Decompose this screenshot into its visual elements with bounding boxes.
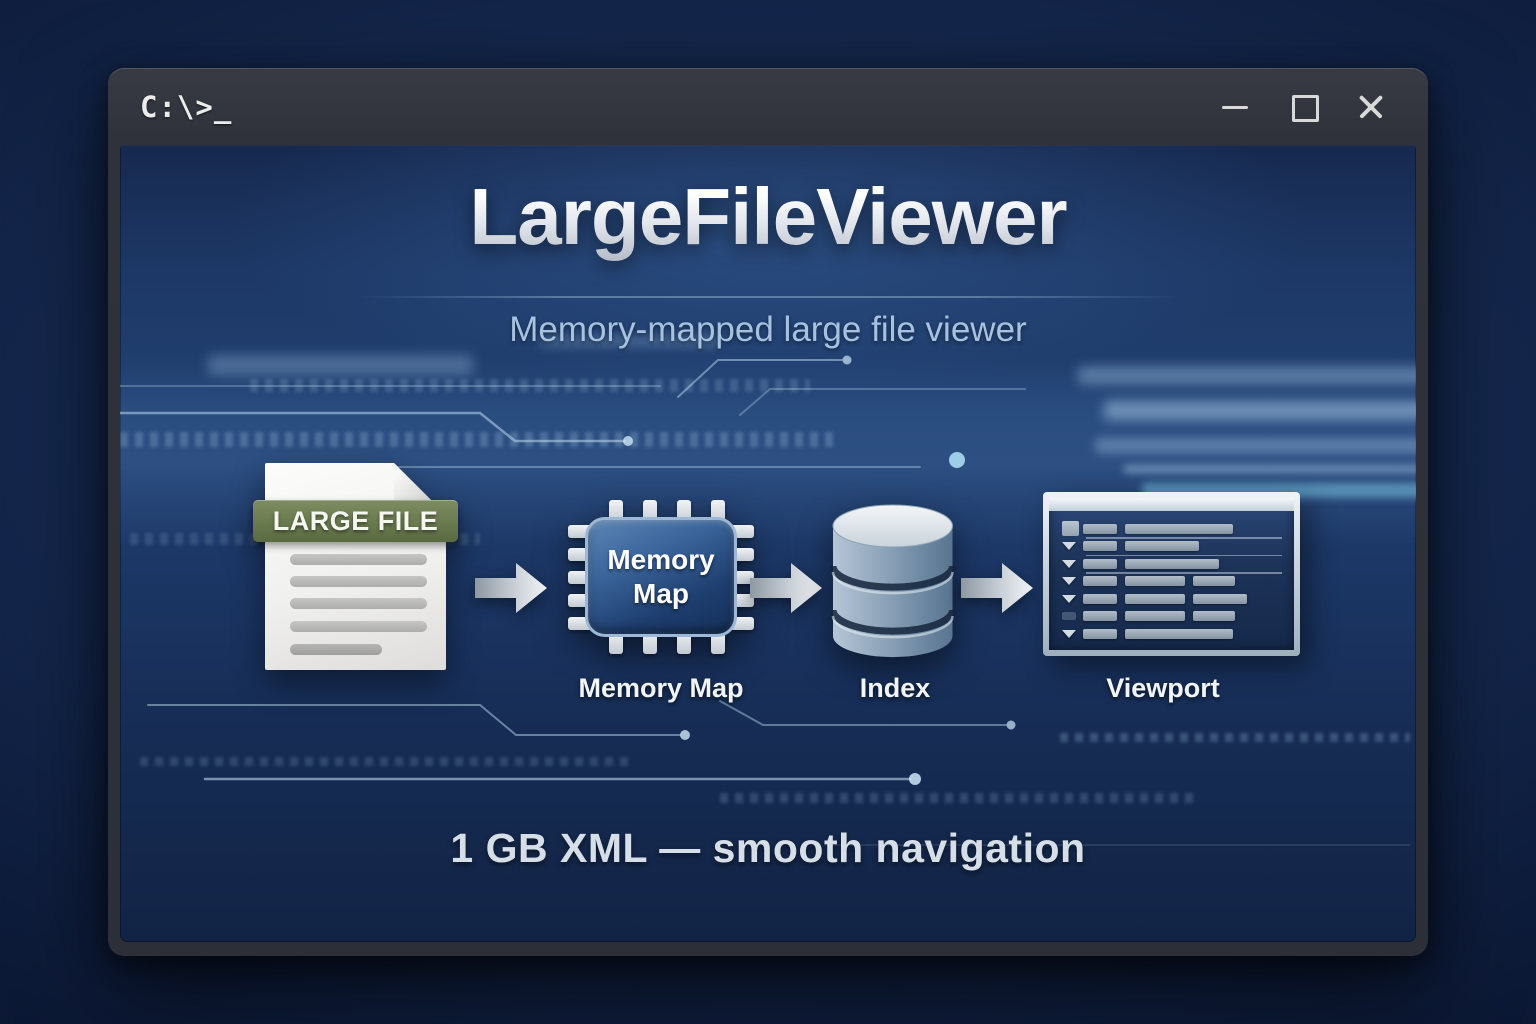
large-file-badge: LARGE FILE	[253, 500, 458, 542]
large-file-icon: LARGE FILE	[253, 463, 458, 670]
chevron-down-icon	[1062, 542, 1076, 551]
index-database-icon	[830, 504, 956, 658]
minimize-icon[interactable]	[1222, 94, 1248, 120]
flow-arrow-icon	[750, 563, 822, 613]
content-bar	[1083, 558, 1117, 569]
chevron-down-icon	[1062, 629, 1076, 638]
content-bar	[1083, 611, 1117, 622]
content-bar	[1083, 576, 1117, 587]
viewport-window-icon	[1043, 492, 1300, 656]
doc-text-line	[290, 621, 427, 632]
viewport-row	[1062, 538, 1282, 556]
chevron-down-icon	[1062, 559, 1076, 568]
row-rule	[1086, 572, 1282, 574]
viewport-row	[1062, 625, 1282, 643]
content-bar	[1193, 611, 1235, 622]
title-divider	[358, 296, 1180, 298]
doc-text-line	[290, 576, 427, 587]
chevron-down-icon	[1062, 577, 1076, 586]
blurred-bar-decoration	[1095, 438, 1416, 453]
chevron-down-icon	[1062, 594, 1076, 603]
data-dash-decoration	[140, 757, 630, 766]
viewport-rows	[1049, 511, 1294, 643]
app-title: LargeFileViewer	[120, 171, 1416, 263]
viewport-titlebar	[1049, 498, 1294, 511]
viewport-label: Viewport	[1106, 673, 1220, 703]
flow-arrow-icon	[961, 563, 1033, 613]
content-area: LargeFileViewer Memory-mapped large file…	[120, 145, 1416, 942]
window-controls	[1222, 68, 1384, 145]
app-subtitle: Memory-mapped large file viewer	[509, 310, 1027, 349]
doc-text-line	[290, 598, 427, 609]
blurred-bar-decoration	[1104, 401, 1416, 420]
doc-text-line	[290, 644, 382, 655]
content-bar	[1125, 558, 1219, 569]
content-bar	[1125, 541, 1199, 552]
data-dash-decoration	[250, 379, 810, 392]
row-marker	[1062, 521, 1079, 537]
data-dash-decoration	[720, 793, 1200, 803]
viewport-row	[1062, 590, 1282, 608]
content-bar	[1125, 628, 1233, 639]
row-rule	[1086, 537, 1282, 539]
memory-map-chip: Memory Map	[568, 500, 754, 654]
titlebar[interactable]: C:\>_	[108, 68, 1428, 145]
blurred-bar-decoration	[1123, 465, 1416, 473]
tagline: 1 GB XML — smooth navigation	[450, 825, 1086, 871]
row-marker	[1062, 612, 1076, 621]
content-bar	[1125, 611, 1185, 622]
memory-map-label: Memory Map	[578, 673, 744, 703]
close-icon[interactable]	[1358, 94, 1384, 120]
viewport-row	[1062, 520, 1282, 539]
flow-arrow-icon	[475, 563, 547, 613]
data-dash-decoration	[1060, 733, 1410, 742]
content-bar	[1083, 593, 1117, 604]
content-bar	[1083, 523, 1117, 534]
index-label: Index	[859, 673, 931, 703]
doc-text-line	[290, 554, 427, 565]
content-bar	[1083, 628, 1117, 639]
maximize-icon[interactable]	[1290, 94, 1319, 122]
viewport-row	[1062, 573, 1282, 591]
content-bar	[1193, 576, 1235, 587]
viewport-row	[1062, 608, 1282, 626]
chip-text-line2: Map	[633, 578, 689, 609]
content-bar	[1125, 523, 1233, 534]
content-bar	[1083, 541, 1117, 552]
chip-body: Memory Map	[585, 517, 737, 637]
content-bar	[1125, 576, 1185, 587]
blurred-bar-decoration	[208, 355, 473, 375]
viewport-inner	[1049, 498, 1294, 650]
data-dash-decoration	[120, 432, 840, 447]
app-window: C:\>_	[108, 68, 1428, 956]
blurred-bar-decoration	[1078, 367, 1416, 384]
row-rule	[1086, 554, 1282, 556]
viewport-row	[1062, 555, 1282, 574]
terminal-prompt: C:\>_	[140, 89, 233, 124]
content-bar	[1193, 593, 1247, 604]
chip-text-line1: Memory	[607, 544, 715, 576]
content-bar	[1125, 593, 1185, 604]
